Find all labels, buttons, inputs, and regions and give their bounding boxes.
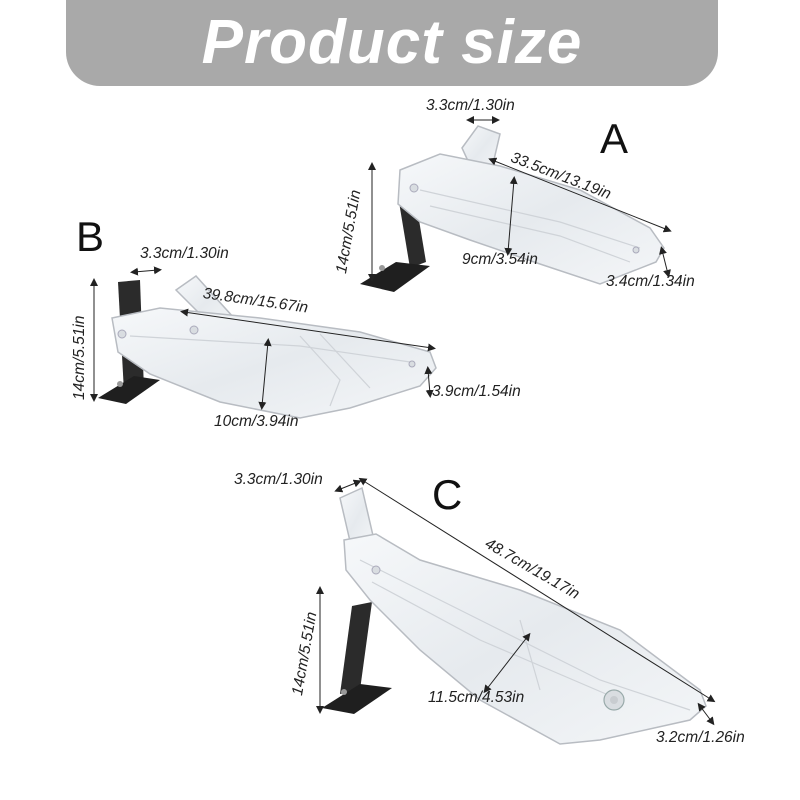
title-banner: Product size — [66, 0, 718, 86]
product-c-label: C — [432, 471, 463, 518]
product-c-depth: 11.5cm/4.53in — [428, 689, 525, 706]
product-a-end-width: 3.4cm/1.34in — [606, 273, 695, 290]
product-a-top-width: 3.3cm/1.30in — [426, 97, 515, 114]
banner-title: Product size — [201, 8, 583, 77]
product-b-end-width: 3.9cm/1.54in — [432, 383, 521, 400]
product-b-top-width: 3.3cm/1.30in — [140, 245, 229, 262]
product-b-depth: 10cm/3.94in — [214, 413, 299, 430]
product-b-height: 14cm/5.51in — [71, 315, 88, 400]
product-b-label: B — [76, 213, 105, 260]
product-b-body — [111, 307, 437, 419]
product-c-bracket — [340, 602, 372, 694]
product-c-end-width: 3.2cm/1.26in — [656, 729, 745, 746]
product-c-top-width: 3.3cm/1.30in — [234, 471, 323, 488]
product-a-label: A — [600, 115, 629, 162]
product-a-depth: 9cm/3.54in — [462, 251, 538, 268]
